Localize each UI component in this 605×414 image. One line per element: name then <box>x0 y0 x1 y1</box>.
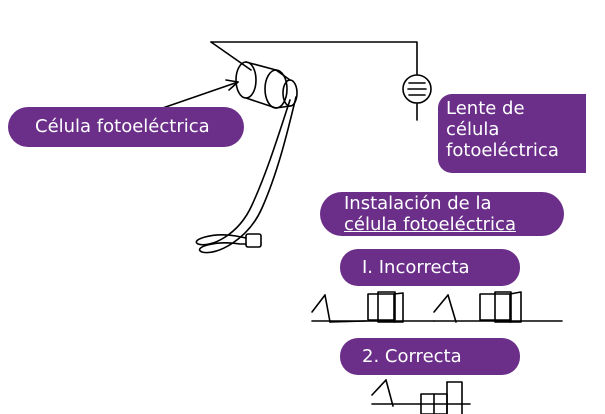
lens-label-line-2: célula <box>446 119 500 140</box>
diagonal-wire <box>210 41 252 71</box>
lens-symbol <box>402 74 432 104</box>
correct-label-text: 2. Correcta <box>362 346 462 367</box>
incorrect-label: I. Incorrecta <box>340 249 520 286</box>
correct-install-diagram <box>371 379 471 414</box>
installation-label-line-2: célula fotoeléctrica <box>344 214 516 235</box>
photocell-label-text: Célula fotoeléctrica <box>35 116 210 137</box>
lens-label: Lente de célula fotoeléctrica <box>438 94 586 173</box>
incorrect-install-diagram-2 <box>433 291 563 323</box>
photocell-label: Célula fotoeléctrica <box>8 107 244 147</box>
photocell-cable <box>195 96 297 254</box>
installation-label: Instalación de la célula fotoeléctrica <box>320 192 564 236</box>
correct-label: 2. Correcta <box>340 338 520 375</box>
incorrect-label-text: I. Incorrecta <box>362 257 470 278</box>
lens-label-line-3: fotoeléctrica <box>446 140 559 161</box>
incorrect-install-diagram-1 <box>311 291 435 323</box>
installation-label-line-1: Instalación de la <box>344 193 492 214</box>
top-wire <box>210 41 418 75</box>
photocell-body <box>235 61 298 109</box>
lens-label-line-1: Lente de <box>446 98 525 119</box>
